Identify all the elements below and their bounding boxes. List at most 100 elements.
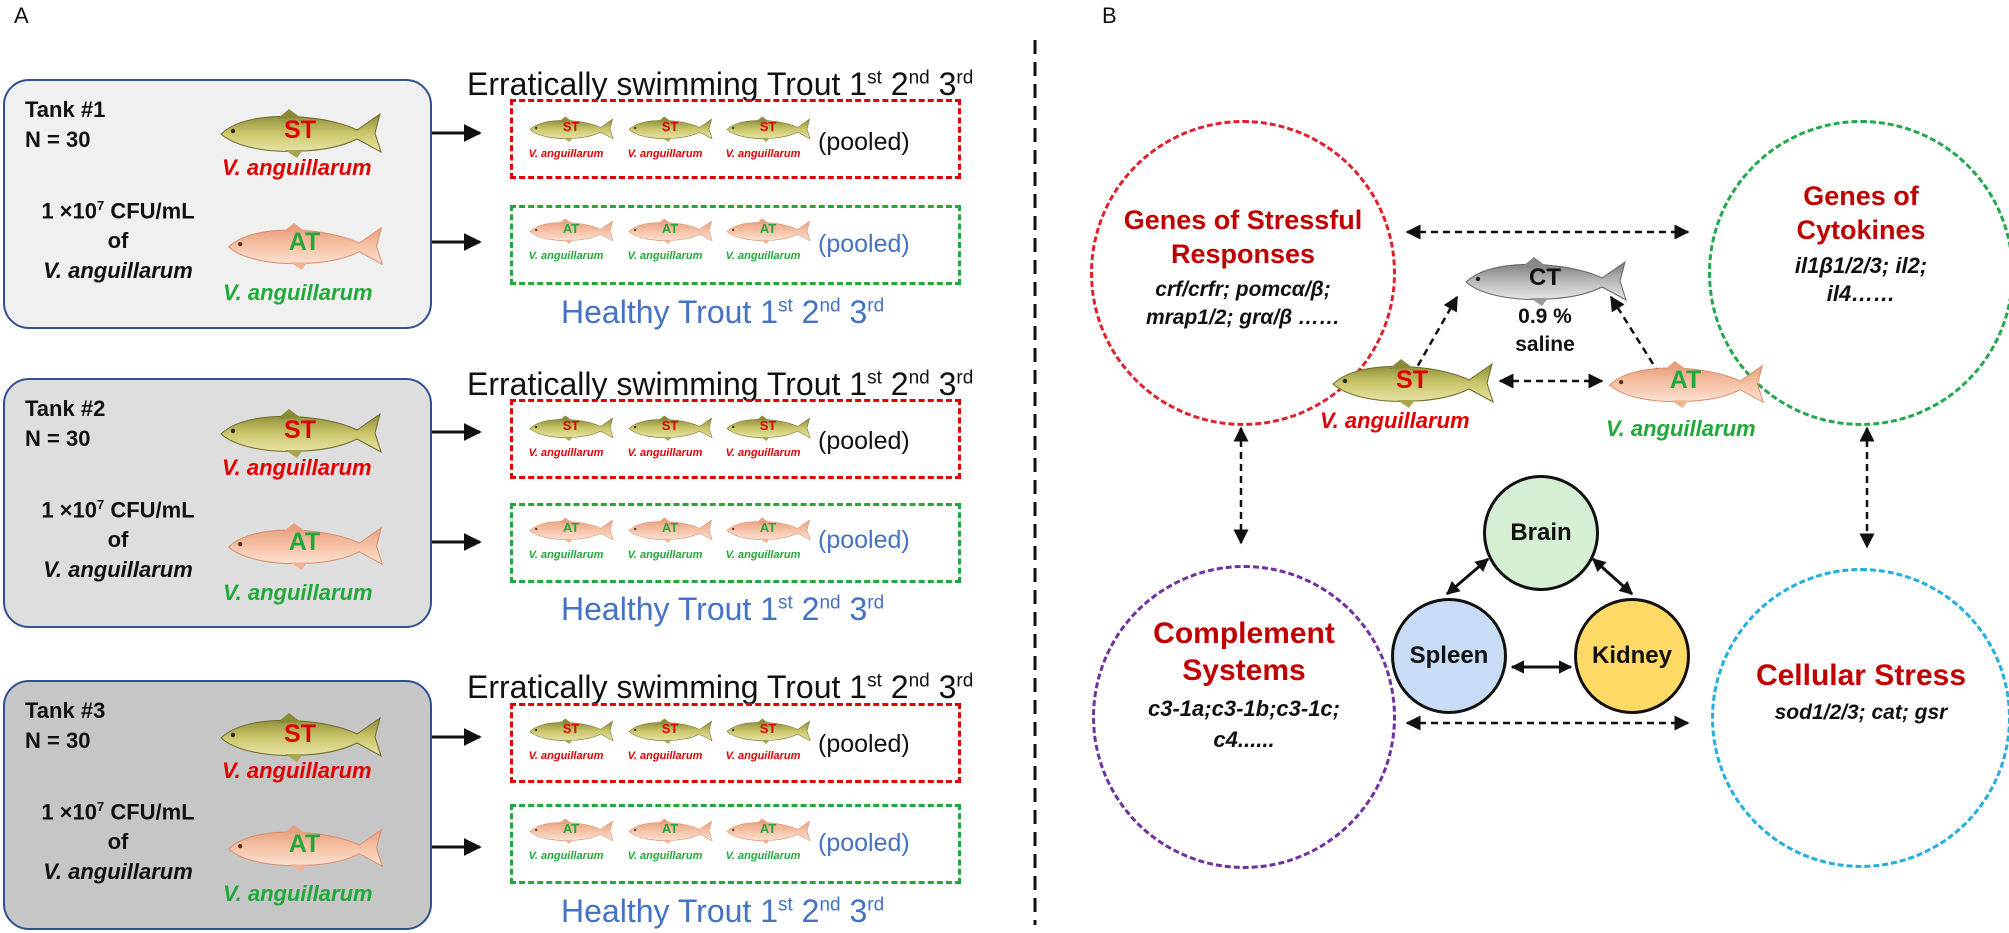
small-va-label: V. anguillarum bbox=[725, 447, 801, 459]
erratic-heading: Erratically swimming Trout 1st 2nd 3rd bbox=[467, 366, 974, 402]
small-va-label: V. anguillarum bbox=[627, 250, 703, 262]
fish-tag: ST bbox=[562, 721, 580, 736]
pooled-label: (pooled) bbox=[818, 427, 910, 455]
pooled-label: (pooled) bbox=[818, 526, 910, 554]
small-st-fish: ST bbox=[723, 116, 813, 142]
small-va-label: V. anguillarum bbox=[528, 750, 604, 762]
pooled-label: (pooled) bbox=[818, 230, 910, 258]
small-st-fish: ST bbox=[625, 718, 715, 744]
fish-tag: ST bbox=[661, 119, 679, 134]
fish-tag: ST bbox=[1396, 366, 1428, 394]
fish-tag: AT bbox=[562, 821, 580, 836]
va-label: V. anguillarum bbox=[222, 155, 372, 180]
fish-tag: ST bbox=[661, 418, 679, 433]
fish-tag: ST bbox=[562, 418, 580, 433]
at-fish: AT bbox=[222, 222, 387, 270]
fish-tag: AT bbox=[759, 821, 777, 836]
organ-arrows bbox=[1445, 557, 1634, 674]
va-label: V. anguillarum bbox=[223, 881, 373, 906]
cytokine-genes-circle bbox=[1708, 120, 2009, 426]
fish-tag: AT bbox=[661, 221, 679, 236]
small-va-label: V. anguillarum bbox=[725, 250, 801, 262]
stress-genes: crf/crfr; pomcα/β;mrap1/2; grα/β …… bbox=[1145, 278, 1341, 329]
small-va-label: V. anguillarum bbox=[725, 750, 801, 762]
small-st-fish: ST bbox=[526, 718, 616, 744]
small-va-label: V. anguillarum bbox=[627, 549, 703, 561]
healthy-heading: Healthy Trout 1st 2nd 3rd bbox=[561, 591, 885, 627]
small-va-label: V. anguillarum bbox=[627, 850, 703, 862]
dose-text: 1 ×107 CFU/mL of V. anguillarum bbox=[41, 799, 195, 885]
small-va-label: V. anguillarum bbox=[627, 447, 703, 459]
complement-circle bbox=[1092, 565, 1396, 869]
small-va-label: V. anguillarum bbox=[627, 148, 703, 160]
small-va-label: V. anguillarum bbox=[725, 148, 801, 160]
va-label: V. anguillarum bbox=[222, 758, 372, 783]
fish-tag: AT bbox=[759, 221, 777, 236]
ct-fish: CT bbox=[1460, 256, 1630, 306]
small-at-fish: AT bbox=[723, 218, 813, 244]
spleen-node: Spleen bbox=[1391, 598, 1507, 714]
small-va-label: V. anguillarum bbox=[528, 148, 604, 160]
fish-tag: ST bbox=[759, 721, 777, 736]
st-pooled-box bbox=[510, 703, 961, 783]
small-va-label: V. anguillarum bbox=[627, 750, 703, 762]
at-fish: AT bbox=[222, 522, 387, 570]
fish-tag: ST bbox=[661, 721, 679, 736]
fish-tag: CT bbox=[1529, 264, 1561, 291]
small-va-label: V. anguillarum bbox=[528, 850, 604, 862]
small-va-label: V. anguillarum bbox=[528, 549, 604, 561]
small-at-fish: AT bbox=[526, 818, 616, 844]
cytokine-genes: il1β1/2/3; il2;il4…… bbox=[1794, 253, 1928, 306]
small-st-fish: ST bbox=[526, 415, 616, 441]
ct-saline-label: 0.9 %saline bbox=[1515, 305, 1575, 356]
va-label: V. anguillarum bbox=[223, 280, 373, 305]
small-st-fish: ST bbox=[723, 718, 813, 744]
dose-text: 1 ×107 CFU/mL of V. anguillarum bbox=[41, 497, 195, 583]
at-fish: AT bbox=[222, 824, 387, 872]
pooled-label: (pooled) bbox=[818, 128, 910, 156]
st-fish: ST bbox=[215, 108, 385, 158]
small-va-label: V. anguillarum bbox=[725, 850, 801, 862]
small-at-fish: AT bbox=[526, 218, 616, 244]
st-fish: ST bbox=[1327, 358, 1497, 408]
small-st-fish: ST bbox=[526, 116, 616, 142]
healthy-heading: Healthy Trout 1st 2nd 3rd bbox=[561, 294, 885, 330]
panel-b-label: B bbox=[1102, 3, 1117, 28]
fish-tag: AT bbox=[661, 520, 679, 535]
at-pooled-box bbox=[510, 804, 961, 884]
st-fish: ST bbox=[215, 408, 385, 458]
fish-tag: ST bbox=[284, 720, 316, 748]
va-label: V. anguillarum bbox=[1606, 416, 1756, 441]
st-fish: ST bbox=[215, 712, 385, 762]
va-label: V. anguillarum bbox=[222, 455, 372, 480]
small-va-label: V. anguillarum bbox=[725, 549, 801, 561]
stress-genes-circle bbox=[1090, 120, 1396, 426]
va-label: V. anguillarum bbox=[1320, 408, 1470, 433]
small-at-fish: AT bbox=[526, 517, 616, 543]
st-pooled-box bbox=[510, 399, 961, 479]
pooled-label: (pooled) bbox=[818, 730, 910, 758]
small-st-fish: ST bbox=[625, 415, 715, 441]
fish-tag: AT bbox=[288, 830, 321, 858]
small-at-fish: AT bbox=[625, 818, 715, 844]
small-at-fish: AT bbox=[625, 517, 715, 543]
pooled-label: (pooled) bbox=[818, 829, 910, 857]
small-at-fish: AT bbox=[625, 218, 715, 244]
cellular-genes: sod1/2/3; cat; gsr bbox=[1774, 701, 1948, 724]
st-pooled-box bbox=[510, 99, 961, 179]
small-st-fish: ST bbox=[723, 415, 813, 441]
at-fish: AT bbox=[1603, 360, 1768, 408]
small-at-fish: AT bbox=[723, 517, 813, 543]
panel-a-label: A bbox=[14, 3, 29, 28]
fish-tag: AT bbox=[562, 520, 580, 535]
erratic-heading: Erratically swimming Trout 1st 2nd 3rd bbox=[467, 66, 974, 102]
healthy-heading: Healthy Trout 1st 2nd 3rd bbox=[561, 893, 885, 929]
fish-tag: AT bbox=[661, 821, 679, 836]
